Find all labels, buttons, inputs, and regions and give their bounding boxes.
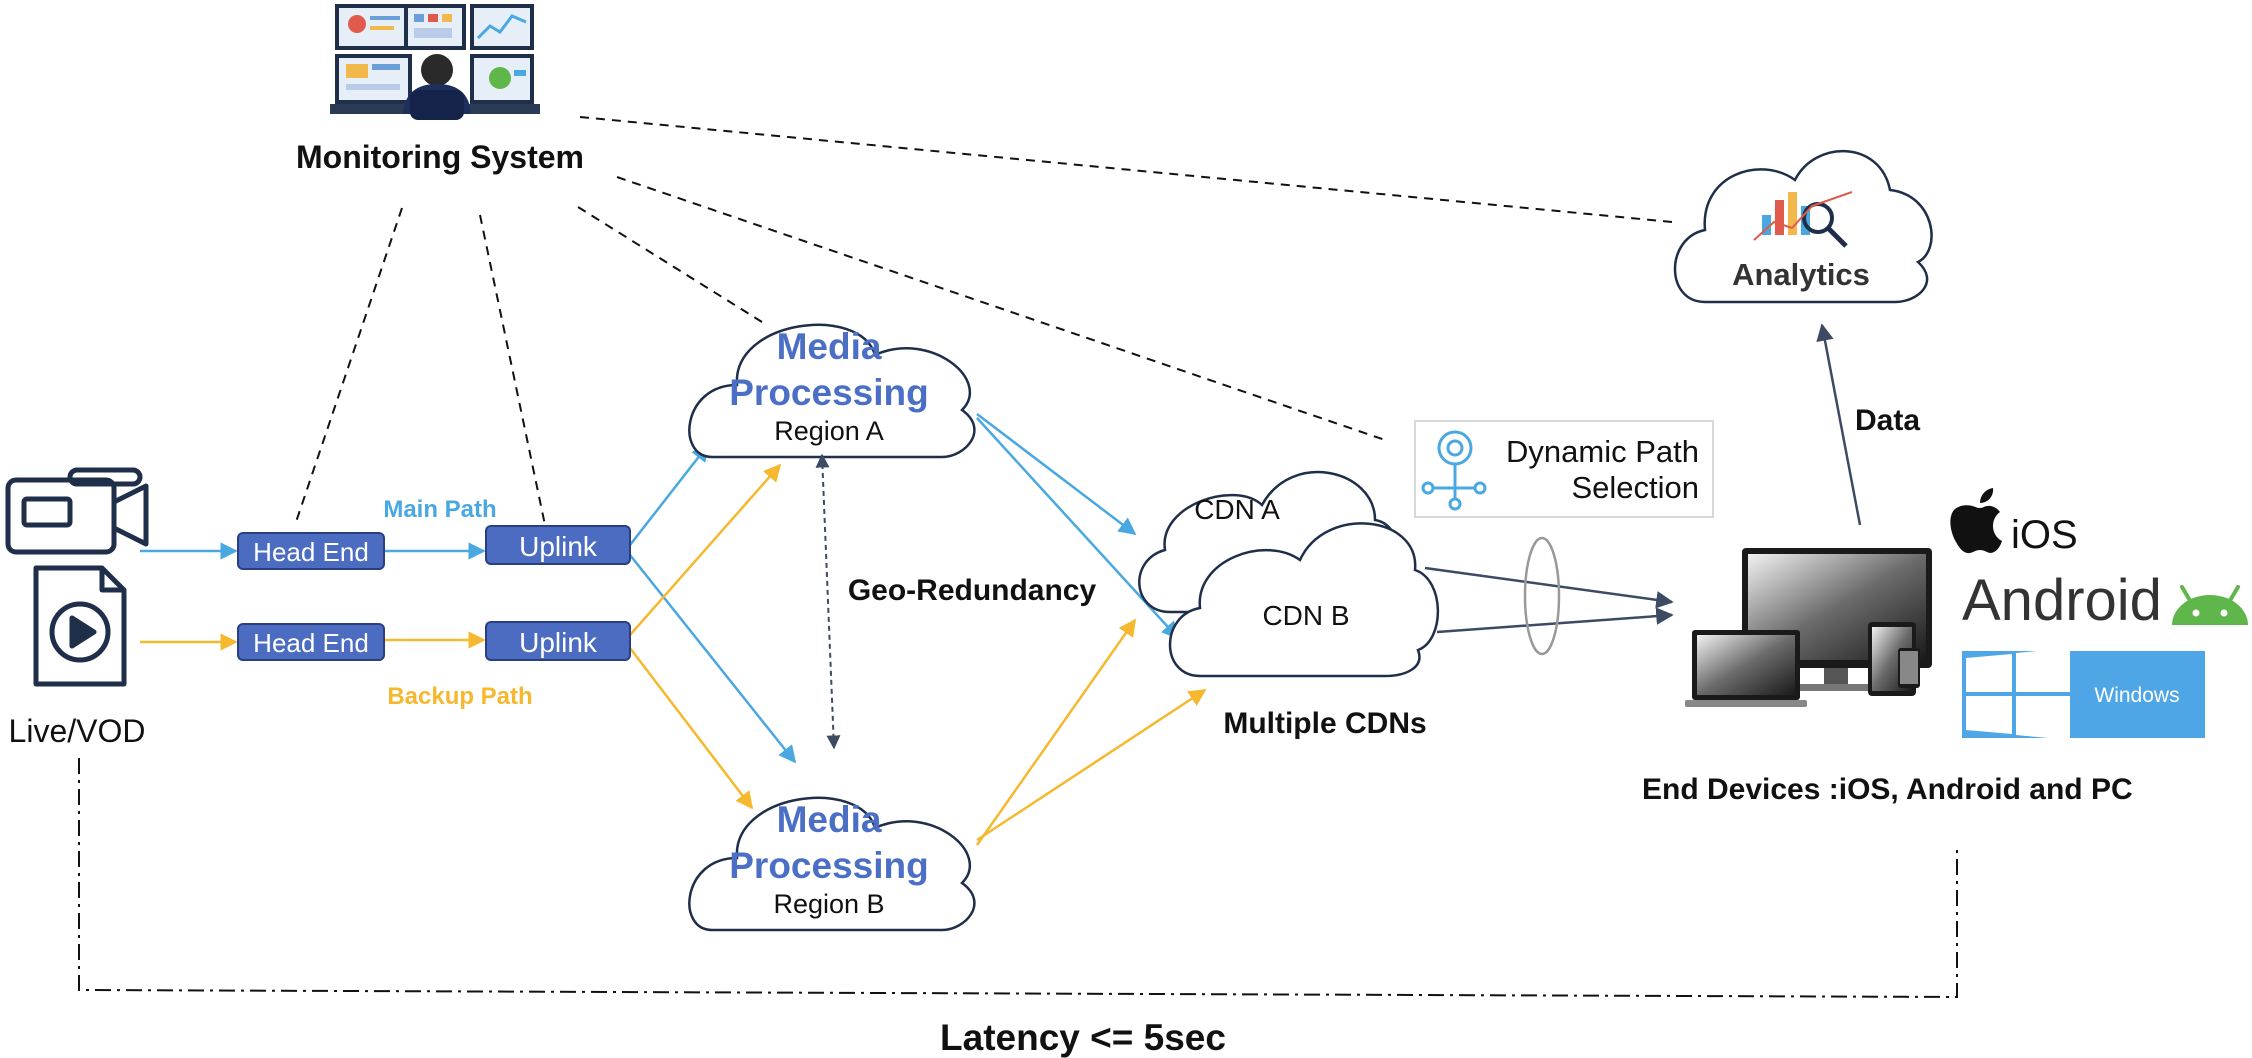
end-devices-label: End Devices :iOS, Android and PC xyxy=(1642,773,2133,806)
dynamic-path-line1: Dynamic Path xyxy=(1506,434,1699,469)
dynamic-path-line2: Selection xyxy=(1571,470,1699,505)
monitor-link-media-a xyxy=(577,206,763,323)
media-b-title-2: Processing xyxy=(729,845,928,886)
media-a-region: Region A xyxy=(774,416,884,446)
windows-logo-icon xyxy=(1966,648,2070,740)
monitor-link-uplink xyxy=(479,214,546,526)
dynamic-path-selection-box: Dynamic Path Selection xyxy=(1414,420,1714,518)
monitoring-links xyxy=(295,116,1673,526)
media-b-title-1: Media xyxy=(777,799,882,840)
geo-redundancy-link xyxy=(815,453,841,750)
data-arrow xyxy=(1816,323,1862,526)
live-vod-label: Live/VOD xyxy=(9,713,146,749)
windows-label: Windows xyxy=(2094,684,2179,707)
uplink-backup: Uplink xyxy=(485,621,631,661)
devices-icon xyxy=(1685,548,1932,707)
video-camera-icon xyxy=(5,467,149,555)
latency-label: Latency <= 5sec xyxy=(940,1017,1226,1058)
media-processing-region-b: Media Processing Region B xyxy=(688,796,976,932)
latency-bracket xyxy=(78,758,1958,999)
head-end-main-label: Head End xyxy=(253,537,369,567)
uplink-backup-label: Uplink xyxy=(519,627,598,658)
head-end-main: Head End xyxy=(237,532,385,570)
network-path-icon xyxy=(1421,430,1487,511)
backup-path-arrows xyxy=(140,463,1207,846)
ios-label: iOS xyxy=(2011,513,2078,557)
media-b-region: Region B xyxy=(773,889,884,919)
cdn-b-label: CDN B xyxy=(1262,600,1349,631)
multiple-cdns-label: Multiple CDNs xyxy=(1223,707,1426,740)
uplink-main-label: Uplink xyxy=(519,531,598,562)
monitoring-operator-icon xyxy=(330,4,540,120)
head-end-backup: Head End xyxy=(237,623,385,661)
cdn-b: CDN B xyxy=(1168,522,1440,678)
media-a-title-1: Media xyxy=(777,326,882,367)
data-label: Data xyxy=(1855,404,1920,437)
windows-badge: Windows xyxy=(1962,648,2205,740)
monitor-link-analytics xyxy=(579,116,1673,223)
monitor-link-dynamic-path xyxy=(616,176,1386,441)
monitor-link-headend xyxy=(295,207,403,523)
android-icon xyxy=(2172,585,2248,625)
media-processing-region-a: Media Processing Region A xyxy=(688,323,976,459)
analytics-chart-icon xyxy=(1753,191,1853,248)
media-a-title-2: Processing xyxy=(729,372,928,413)
cloud-a-shape xyxy=(688,323,976,459)
android-label: Android xyxy=(1962,568,2162,633)
analytics-label: Analytics xyxy=(1732,257,1870,292)
uplink-main: Uplink xyxy=(485,525,631,565)
cloud-b-shape xyxy=(688,796,976,932)
main-path-label: Main Path xyxy=(383,496,496,523)
path-selection-ellipse xyxy=(1523,536,1561,656)
apple-icon xyxy=(1950,488,2002,554)
monitoring-system-label: Monitoring System xyxy=(296,139,584,175)
video-file-icon xyxy=(33,565,127,687)
cdn-a-label: CDN A xyxy=(1194,494,1280,525)
head-end-backup-label: Head End xyxy=(253,628,369,658)
cdn-to-devices-arrows xyxy=(1424,566,1674,634)
analytics-cloud: Analytics xyxy=(1673,149,1933,304)
backup-path-label: Backup Path xyxy=(387,683,532,710)
cdn-b-shape xyxy=(1168,522,1440,678)
geo-redundancy-label: Geo-Redundancy xyxy=(848,574,1097,607)
